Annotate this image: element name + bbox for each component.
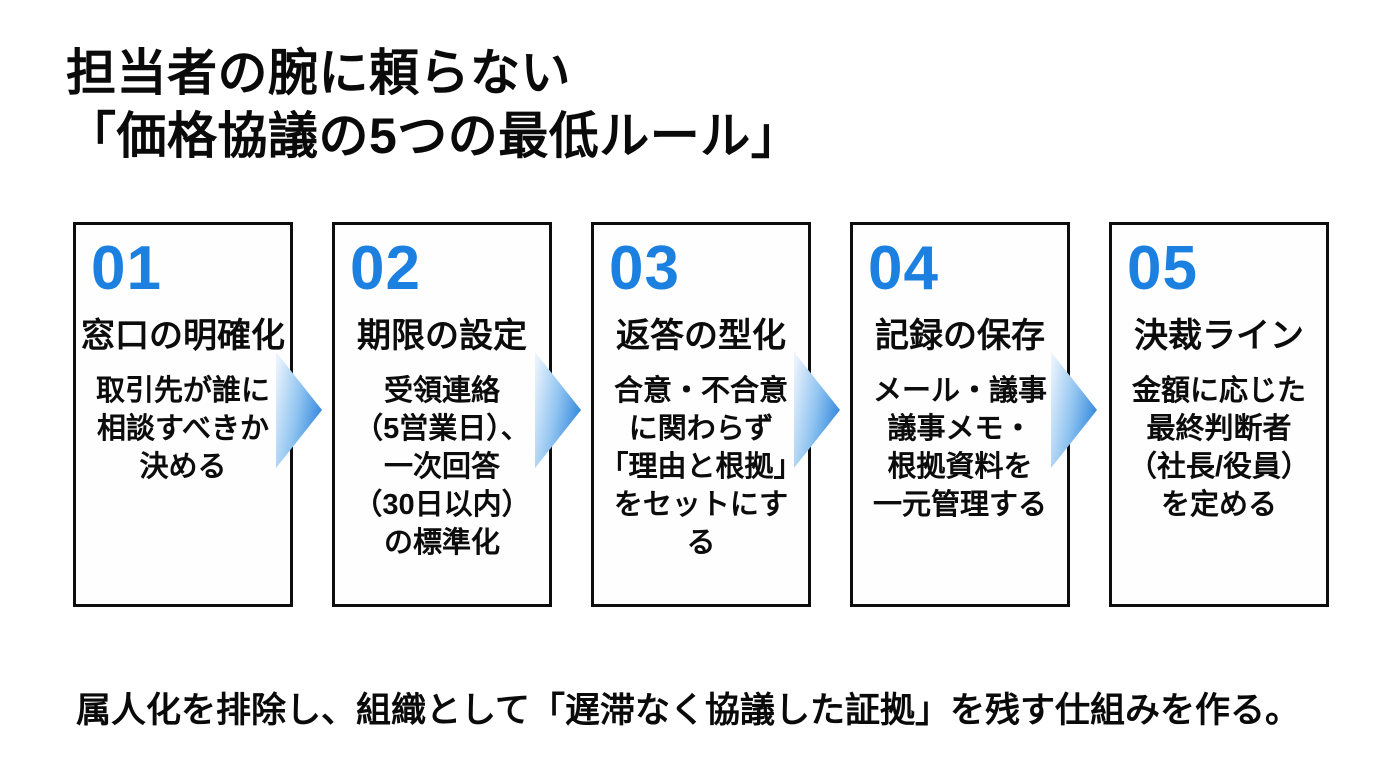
step-heading: 記録の保存 bbox=[875, 317, 1045, 355]
arrow-right-icon bbox=[794, 352, 840, 468]
step-body: 受領連絡 （5営業日）、 一次回答 （30日以内） の標準化 bbox=[353, 374, 531, 559]
title-line-2: 「価格協議の5つの最低ルール」 bbox=[66, 108, 802, 164]
step-body: メール・議事 議事メモ・ 根拠資料を 一元管理する bbox=[872, 374, 1047, 521]
arrow-right-icon bbox=[1051, 352, 1097, 468]
arrow-right-icon bbox=[535, 352, 581, 468]
step-card-04: 04 記録の保存 メール・議事 議事メモ・ 根拠資料を 一元管理する bbox=[850, 222, 1070, 607]
step-body: 金額に応じた 最終判断者 （社長/役員） を定める bbox=[1127, 374, 1311, 521]
step-heading: 返答の型化 bbox=[616, 317, 786, 355]
arrow-right-icon bbox=[276, 352, 322, 468]
step-card-01: 01 窓口の明確化 取引先が誰に 相談すべきか 決める bbox=[73, 222, 293, 607]
step-card-03: 03 返答の型化 合意・不合意 に関わらず 「理由と根拠」 をセットにす る bbox=[591, 222, 811, 607]
summary-text: 属人化を排除し、組織として「遅滞なく協議した証拠」を残す仕組みを作る。 bbox=[76, 691, 1300, 730]
step-number: 04 bbox=[868, 234, 939, 303]
step-body: 合意・不合意 に関わらず 「理由と根拠」 をセットにす る bbox=[599, 374, 803, 559]
step-heading: 期限の設定 bbox=[357, 317, 527, 355]
step-number: 02 bbox=[350, 234, 421, 303]
step-number: 03 bbox=[609, 234, 680, 303]
page-title: 担当者の腕に頼らない 「価格協議の5つの最低ルール」 bbox=[66, 42, 801, 168]
step-number: 01 bbox=[91, 234, 162, 303]
step-card-05: 05 決裁ライン 金額に応じた 最終判断者 （社長/役員） を定める bbox=[1109, 222, 1329, 607]
step-heading: 窓口の明確化 bbox=[81, 317, 285, 355]
step-number: 05 bbox=[1127, 234, 1198, 303]
title-line-1: 担当者の腕に頼らない bbox=[66, 45, 571, 101]
step-card-02: 02 期限の設定 受領連絡 （5営業日）、 一次回答 （30日以内） の標準化 bbox=[332, 222, 552, 607]
step-heading: 決裁ライン bbox=[1134, 317, 1304, 355]
step-body: 取引先が誰に 相談すべきか 決める bbox=[95, 374, 270, 483]
